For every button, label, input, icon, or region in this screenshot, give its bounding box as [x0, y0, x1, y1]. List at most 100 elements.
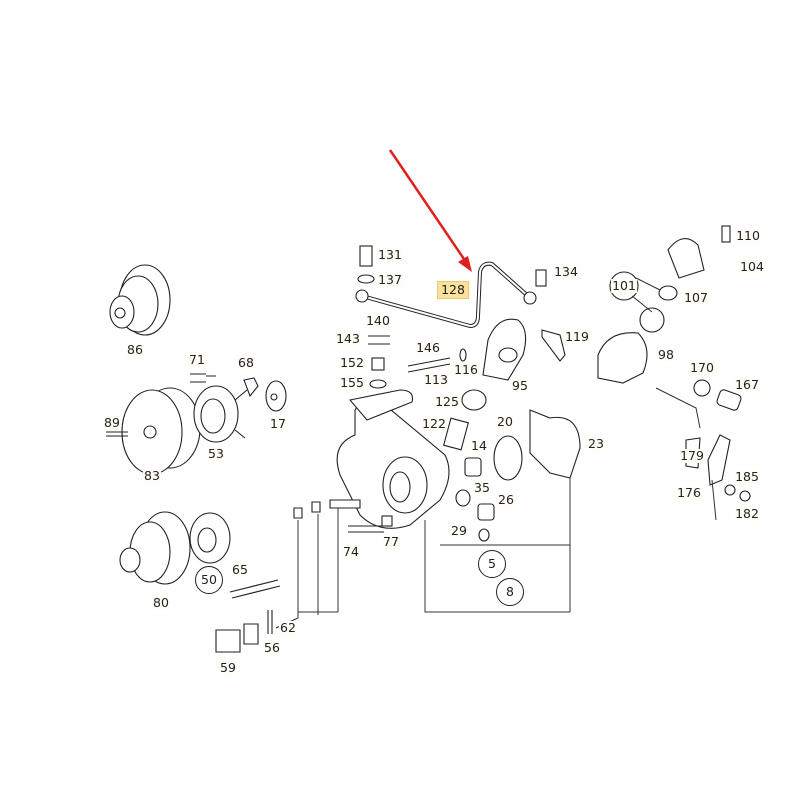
part-143-bolt	[368, 335, 390, 345]
callout-179[interactable]: 179	[679, 448, 705, 463]
callout-119[interactable]: 119	[564, 329, 590, 344]
part-62-stud	[267, 610, 273, 634]
callout-143[interactable]: 143	[335, 331, 361, 346]
part-152-plug	[371, 357, 385, 371]
part-101-group	[609, 271, 639, 301]
part-95-thermostat-housing	[482, 318, 527, 381]
part-185-seal	[724, 484, 736, 496]
callout-98[interactable]: 98	[657, 347, 675, 362]
callout-8[interactable]: 8	[496, 578, 524, 606]
part-50-spring	[229, 579, 281, 599]
part-35-seal	[455, 489, 471, 507]
callout-128-highlighted[interactable]: 128	[437, 281, 469, 299]
part-176-sensor	[707, 434, 731, 486]
part-113-bolt	[407, 357, 451, 373]
callout-5[interactable]: 5	[478, 550, 506, 578]
callout-14[interactable]: 14	[470, 438, 488, 453]
part-119-gasket	[541, 329, 566, 362]
part-98-housing	[597, 332, 648, 384]
callout-77[interactable]: 77	[382, 534, 400, 549]
part-128-pipe-inner	[361, 262, 529, 328]
callout-26[interactable]: 26	[497, 492, 515, 507]
leader-lines	[275, 277, 661, 629]
part-26-plug	[477, 503, 495, 521]
part-stud-nuts	[293, 499, 361, 519]
callout-86[interactable]: 86	[126, 342, 144, 357]
callout-146[interactable]: 146	[415, 340, 441, 355]
part-182-nut	[739, 490, 751, 502]
callout-152[interactable]: 152	[339, 355, 365, 370]
callout-182[interactable]: 182	[734, 506, 760, 521]
part-water-pump-housing	[336, 389, 450, 529]
callout-125[interactable]: 125	[434, 394, 460, 409]
callout-107[interactable]: 107	[683, 290, 709, 305]
callout-122[interactable]: 122	[421, 416, 447, 431]
part-74-bolt	[348, 525, 384, 533]
callout-134[interactable]: 134	[553, 264, 579, 279]
part-17-hub	[265, 380, 287, 412]
callout-116[interactable]: 116	[453, 362, 479, 377]
callout-53[interactable]: 53	[207, 446, 225, 461]
callout-59[interactable]: 59	[219, 660, 237, 675]
callout-35[interactable]: 35	[473, 480, 491, 495]
part-65-tensioner	[189, 512, 231, 564]
part-20-impeller	[493, 435, 523, 481]
callout-137[interactable]: 137	[377, 272, 403, 287]
callout-170[interactable]: 170	[689, 360, 715, 375]
callout-83[interactable]: 83	[143, 468, 161, 483]
part-104-cap	[667, 238, 705, 279]
callout-68[interactable]: 68	[237, 355, 255, 370]
part-134-banjo	[535, 269, 547, 287]
callout-56[interactable]: 56	[263, 640, 281, 655]
callout-89[interactable]: 89	[103, 415, 121, 430]
callout-131[interactable]: 131	[377, 247, 403, 262]
callout-62[interactable]: 62	[279, 620, 297, 635]
callout-71[interactable]: 71	[188, 352, 206, 367]
callout-23[interactable]: 23	[587, 436, 605, 451]
callout-50[interactable]: 50	[195, 566, 223, 594]
part-thermostat	[639, 307, 665, 333]
part-68-bracket	[243, 377, 259, 398]
part-29-seal	[478, 528, 490, 542]
callout-110[interactable]: 110	[735, 228, 761, 243]
part-170-seal	[693, 379, 711, 397]
part-83-pulley	[106, 387, 201, 475]
part-131-bolt	[359, 245, 373, 267]
part-125-clamp	[461, 389, 487, 411]
part-116-washer	[459, 348, 467, 362]
callout-140[interactable]: 140	[365, 313, 391, 328]
callout-20[interactable]: 20	[496, 414, 514, 429]
callout-101[interactable]: 101	[611, 278, 637, 293]
callout-74[interactable]: 74	[342, 544, 360, 559]
part-23-gasket	[529, 409, 581, 479]
part-122-hose	[443, 417, 469, 451]
part-155-washer	[369, 379, 387, 389]
part-167-plug	[716, 389, 742, 411]
wire	[655, 387, 717, 521]
callout-155[interactable]: 155	[339, 375, 365, 390]
callout-65[interactable]: 65	[231, 562, 249, 577]
callout-29[interactable]: 29	[450, 523, 468, 538]
part-128-banjo-left	[355, 289, 369, 303]
callout-95[interactable]: 95	[511, 378, 529, 393]
part-71-bolt	[190, 373, 216, 383]
part-80-pulley	[119, 511, 191, 585]
callout-167[interactable]: 167	[734, 377, 760, 392]
part-59-bracket	[215, 629, 241, 653]
red-arrow	[388, 149, 468, 263]
part-56-bracket	[243, 623, 259, 645]
callout-185[interactable]: 185	[734, 469, 760, 484]
callout-176[interactable]: 176	[676, 485, 702, 500]
callout-104[interactable]: 104	[739, 259, 765, 274]
callout-80[interactable]: 80	[152, 595, 170, 610]
part-110-bolt	[721, 225, 731, 243]
part-107-ring	[658, 285, 678, 301]
part-77-sleeve	[381, 515, 393, 527]
callout-113[interactable]: 113	[423, 372, 449, 387]
callout-17[interactable]: 17	[269, 416, 287, 431]
red-arrow-head	[458, 256, 472, 272]
part-128-banjo	[523, 291, 537, 305]
part-137-washer	[357, 274, 375, 284]
part-86-pulley	[109, 264, 171, 336]
